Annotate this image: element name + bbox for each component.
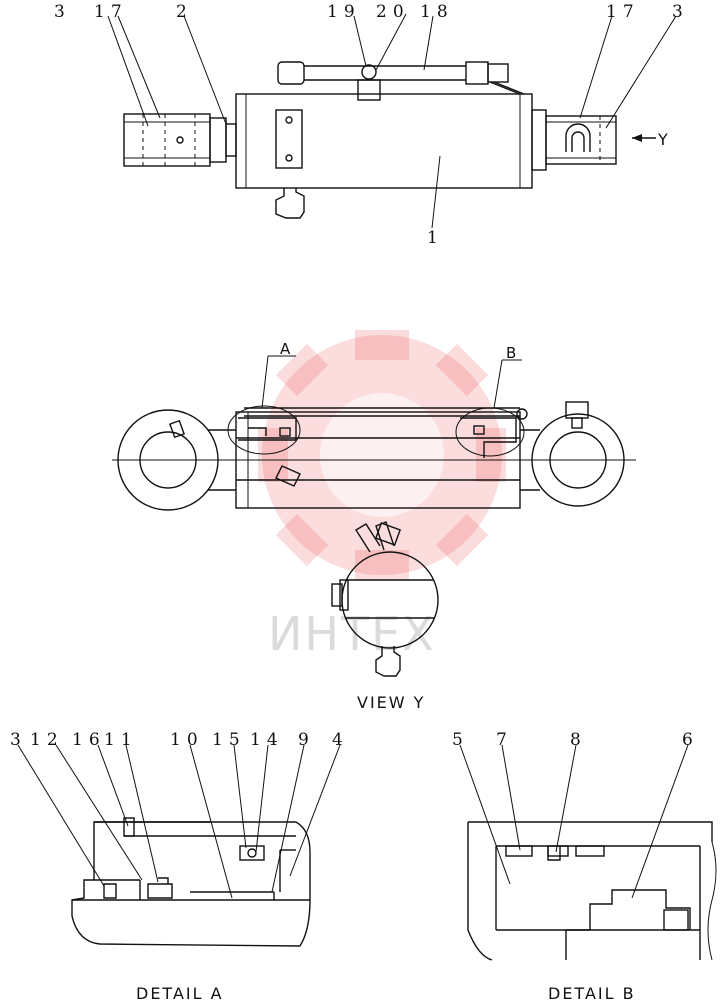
mount-plate [275,109,303,169]
callout-3-right: 3 [672,2,689,22]
detail-a-drawing [17,744,341,947]
detail-a-label: A [280,340,291,358]
callout-17-right: 17 [606,2,640,22]
side-cylinder-body [235,411,521,509]
callout-a-14: 14 [250,730,284,750]
top-view [107,13,677,229]
callout-b-7: 7 [496,730,513,750]
callout-a-9: 9 [298,730,315,750]
callout-b-6: 6 [682,730,699,750]
callout-b-8: 8 [570,730,587,750]
callout-3-left: 3 [54,2,71,22]
view-y-caption: VIEW Y [357,693,425,712]
detail-a-marker [227,405,301,455]
callout-a-16: 16 [72,730,106,750]
callout-b-5: 5 [452,730,469,750]
callout-18: 18 [420,2,454,22]
callout-a-11: 11 [104,730,138,750]
side-view [112,355,636,511]
callout-20: 20 [376,2,410,22]
seal-14 [239,845,265,861]
callout-19: 19 [327,2,361,22]
callout-a-10: 10 [170,730,204,750]
callout-17-left: 17 [94,2,128,22]
detail-b-label: B [506,344,516,362]
callout-a-3: 3 [10,730,27,750]
pipe-fitting-left [277,61,305,85]
cylinder-body [235,93,533,189]
right-rod-eye [545,115,617,165]
watermark-text: ИНТЕХ [268,607,436,661]
callout-a-12: 12 [30,730,64,750]
detail-b-marker [455,407,525,457]
detail-a-caption: DETAIL A [136,984,224,1000]
callout-a-15: 15 [212,730,246,750]
pipe-clamp [361,64,377,80]
view-y-drawing [331,521,439,677]
callout-a-4: 4 [332,730,349,750]
callout-1: 1 [427,228,444,248]
callout-2: 2 [176,2,193,22]
detail-b-caption: DETAIL B [548,984,636,1000]
arrow-label-y: Y [657,130,668,149]
detail-b-drawing [459,744,717,961]
